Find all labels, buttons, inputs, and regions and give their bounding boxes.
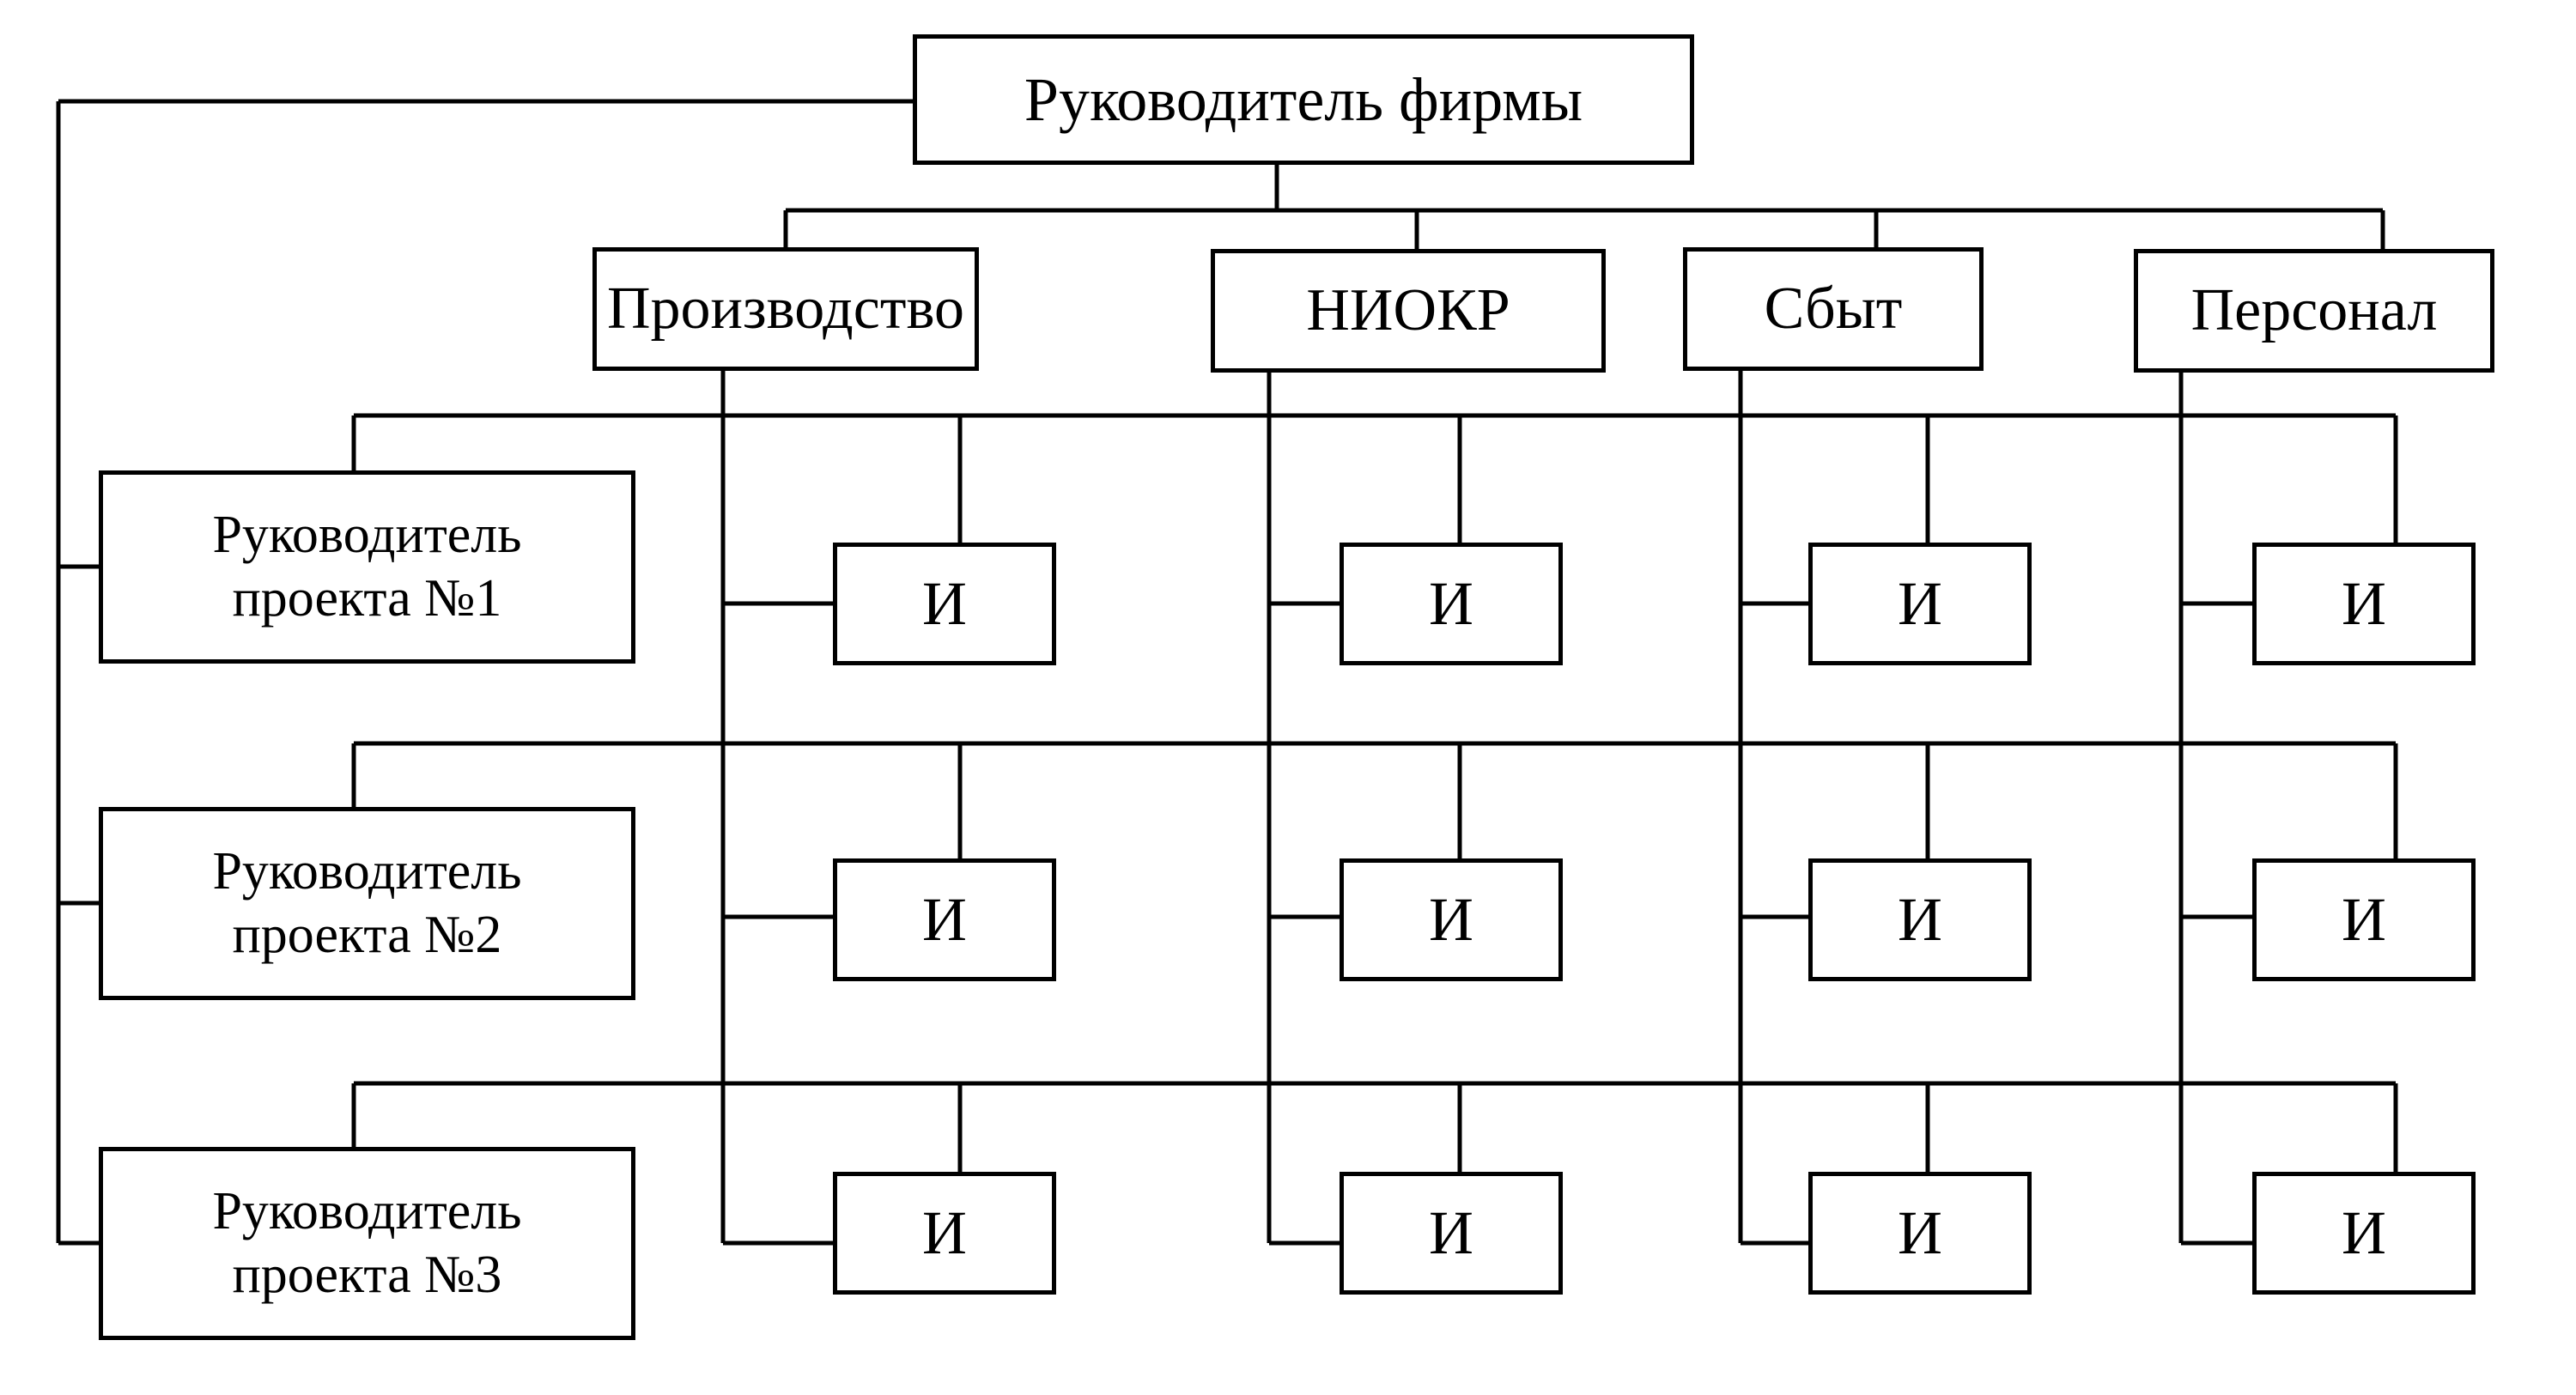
node-executive[interactable]: Руководитель фирмы [913,34,1694,165]
node-performer-p1-proizvodstvo[interactable]: И [833,543,1056,665]
node-project-manager-label: Руководитель проекта №3 [212,1182,522,1304]
node-executive-label: Руководитель фирмы [1024,64,1583,134]
node-department-label: НИОКР [1306,276,1510,343]
node-department-sbyt[interactable]: Сбыт [1683,247,1984,371]
node-performer-label: И [1429,569,1473,639]
node-performer-label: И [2342,569,2386,639]
node-performer-p1-personal[interactable]: И [2252,543,2476,665]
node-performer-label: И [922,885,967,955]
node-performer-p3-personal[interactable]: И [2252,1172,2476,1295]
node-performer-label: И [1898,885,1942,955]
node-performer-label: И [2342,885,2386,955]
node-performer-p2-personal[interactable]: И [2252,858,2476,981]
node-performer-label: И [2342,1198,2386,1268]
node-performer-label: И [922,1198,967,1268]
node-project-manager-label: Руководитель проекта №2 [212,842,522,964]
node-performer-p2-sbyt[interactable]: И [1808,858,2032,981]
node-performer-label: И [1429,885,1473,955]
node-performer-label: И [1898,1198,1942,1268]
node-performer-label: И [922,569,967,639]
node-performer-p1-niokr[interactable]: И [1340,543,1563,665]
node-performer-p3-niokr[interactable]: И [1340,1172,1563,1295]
node-performer-p2-proizvodstvo[interactable]: И [833,858,1056,981]
node-department-niokr[interactable]: НИОКР [1211,249,1606,373]
node-department-personal[interactable]: Персонал [2134,249,2494,373]
node-performer-label: И [1429,1198,1473,1268]
node-department-proizvodstvo[interactable]: Производство [592,247,979,371]
node-performer-p3-sbyt[interactable]: И [1808,1172,2032,1295]
node-performer-p1-sbyt[interactable]: И [1808,543,2032,665]
node-department-label: Персонал [2190,276,2438,343]
node-performer-label: И [1898,569,1942,639]
node-performer-p3-proizvodstvo[interactable]: И [833,1172,1056,1295]
node-project-manager-3[interactable]: Руководитель проекта №3 [99,1147,635,1340]
node-performer-p2-niokr[interactable]: И [1340,858,1563,981]
node-department-label: Производство [606,275,965,342]
node-project-manager-2[interactable]: Руководитель проекта №2 [99,807,635,1000]
node-project-manager-label: Руководитель проекта №1 [212,506,522,628]
node-department-label: Сбыт [1764,275,1903,342]
node-project-manager-1[interactable]: Руководитель проекта №1 [99,470,635,664]
